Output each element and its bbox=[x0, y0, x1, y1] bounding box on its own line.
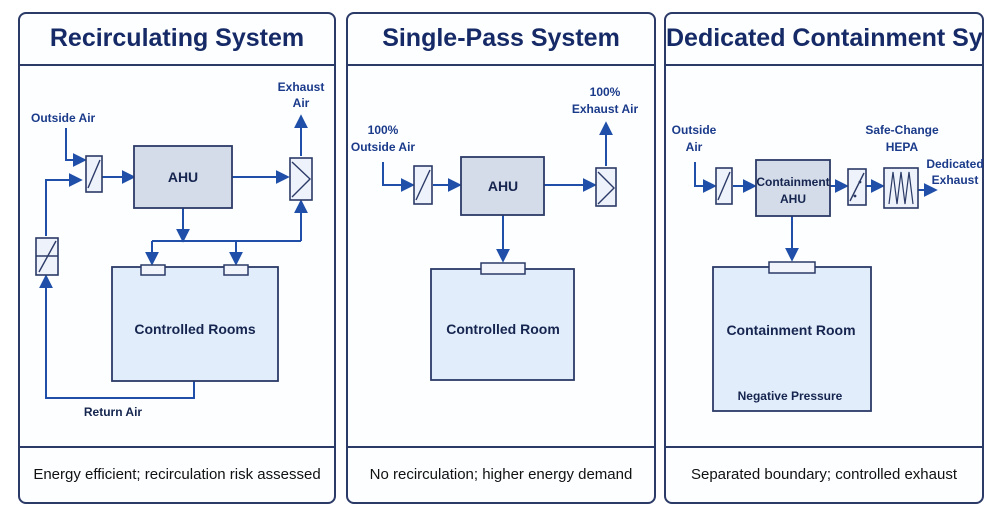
contain-exhaust-damper bbox=[847, 168, 867, 206]
panel-caption: Energy efficient; recirculation risk ass… bbox=[20, 446, 334, 502]
exhaust-air-label: Exhaust bbox=[278, 80, 325, 94]
contain-diffuser bbox=[768, 261, 816, 274]
room-label: Controlled Room bbox=[446, 321, 560, 337]
single-room-box bbox=[430, 268, 575, 381]
outside-air-label: 100% bbox=[368, 123, 399, 137]
outside-air-label: Outside Air bbox=[31, 111, 96, 125]
single-ahu-box bbox=[460, 156, 545, 216]
recirc-rooms-box bbox=[111, 266, 279, 382]
pressure-label: Negative Pressure bbox=[738, 389, 843, 403]
recirculating-panel: Recirculating System Energy efficient; r… bbox=[18, 12, 336, 504]
single-diffuser bbox=[480, 262, 526, 275]
ahu-label: Containment bbox=[756, 175, 829, 189]
ahu-label: AHU bbox=[168, 169, 198, 185]
outside-air-label: Outside bbox=[672, 123, 717, 137]
panel-caption: Separated boundary; controlled exhaust bbox=[666, 446, 982, 502]
exhaust-label: Dedicated bbox=[926, 157, 983, 171]
rooms-label: Controlled Rooms bbox=[134, 321, 256, 337]
return-air-label: Return Air bbox=[84, 405, 143, 419]
exhaust-label: Exhaust bbox=[932, 173, 979, 187]
exhaust-air-label: Air bbox=[293, 96, 310, 110]
recirc-exhaust-damper bbox=[289, 157, 313, 201]
outside-air-label: Air bbox=[686, 140, 703, 154]
panel-title: Dedicated Containment System bbox=[666, 14, 982, 66]
hepa-label: Safe-Change bbox=[865, 123, 939, 137]
recirc-diffuser bbox=[223, 264, 249, 276]
contain-room-box bbox=[712, 266, 872, 412]
single-exhaust-damper bbox=[595, 167, 617, 207]
contain-ahu-box bbox=[755, 159, 831, 217]
containment-panel: Dedicated Containment System Separated b… bbox=[664, 12, 984, 504]
contain-intake-damper bbox=[715, 167, 733, 205]
hepa-label: HEPA bbox=[886, 140, 919, 154]
ahu-label: AHU bbox=[780, 192, 806, 206]
single-intake-damper bbox=[413, 165, 433, 205]
exhaust-air-label: Exhaust Air bbox=[572, 102, 639, 116]
panel-title: Recirculating System bbox=[20, 14, 334, 66]
recirc-diffuser bbox=[140, 264, 166, 276]
recirc-ahu-box bbox=[133, 145, 233, 209]
ahu-label: AHU bbox=[488, 178, 518, 194]
recirc-return-damper bbox=[35, 237, 59, 276]
panel-caption: No recirculation; higher energy demand bbox=[348, 446, 654, 502]
panel-title: Single-Pass System bbox=[348, 14, 654, 66]
hepa-filter-icon bbox=[883, 167, 919, 209]
outside-air-label: Outside Air bbox=[351, 140, 416, 154]
recirc-intake-damper bbox=[85, 155, 103, 193]
exhaust-air-label: 100% bbox=[590, 85, 621, 99]
room-label: Containment Room bbox=[726, 322, 855, 338]
